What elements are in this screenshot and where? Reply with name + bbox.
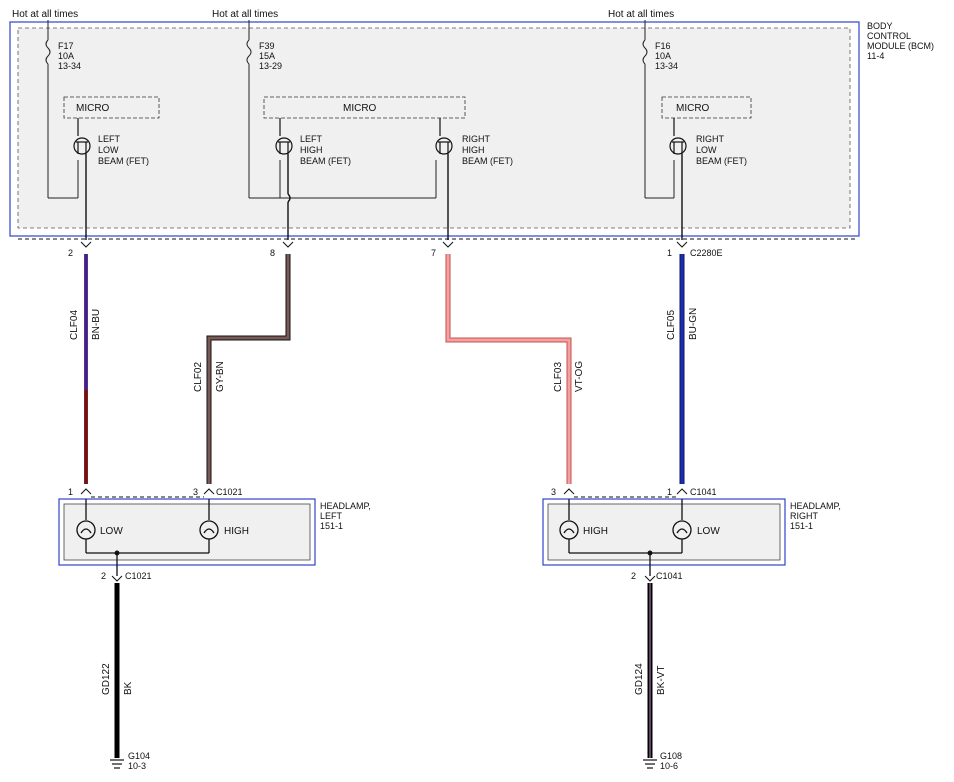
headlamp-right-pin-1: 1 — [667, 487, 672, 497]
fet-right-low-label: RIGHT LOW BEAM (FET) — [696, 134, 747, 166]
headlamp-right-pin-3: 3 — [551, 487, 556, 497]
fuse-f39 — [246, 20, 437, 199]
wire-gd124-color: BK-VT — [656, 666, 667, 695]
headlamp-left-connector — [80, 488, 215, 498]
headlamp-left-pin-3: 3 — [193, 487, 198, 497]
headlamp-left-high-label: HIGH — [224, 526, 249, 537]
fuse-f16-label: F16 10A 13-34 — [655, 41, 678, 71]
fet-right-high-icon — [435, 118, 453, 155]
micro-label-3: MICRO — [676, 103, 710, 114]
wire-clf02-circuit: CLF02 — [193, 362, 204, 392]
ground-g108-label: G108 10-6 — [660, 751, 685, 771]
ground-g104-icon — [110, 759, 124, 769]
fuse-f16 — [642, 20, 675, 199]
fet-right-high-label: RIGHT HIGH BEAM (FET) — [462, 134, 513, 166]
headlamp-right-connector-label: C1041 — [690, 487, 717, 497]
wire-clf04-circuit: CLF04 — [69, 310, 80, 340]
fet-outputs — [85, 154, 683, 240]
wire-gd122-circuit: GD122 — [101, 663, 112, 695]
wire-gd122-color: BK — [123, 681, 134, 695]
wire-clf03 — [445, 254, 572, 484]
ground-g104-label: G104 10-3 — [128, 751, 153, 771]
bcm-pin-7: 7 — [431, 248, 436, 258]
wire-gd124-circuit: GD124 — [634, 663, 645, 695]
micro-box-3 — [661, 96, 752, 119]
power-label-2: Hot at all times — [212, 9, 278, 20]
fuse-f17 — [45, 20, 79, 199]
headlamp-right-connector — [563, 488, 688, 498]
fet-left-low-icon — [73, 118, 91, 155]
fet-right-low-icon — [669, 118, 687, 155]
wire-clf02-color: GY-BN — [215, 361, 226, 392]
wire-clf04-color: BN-BU — [91, 309, 102, 340]
micro-box-1 — [63, 96, 160, 119]
headlamp-right-bulbs — [559, 499, 692, 576]
bcm-pin-8: 8 — [270, 248, 275, 258]
power-label-3: Hot at all times — [608, 9, 674, 20]
fet-left-low-label: LEFT LOW BEAM (FET) — [98, 134, 149, 166]
headlamp-left-inner — [63, 503, 311, 561]
fuse-f17-label: F17 10A 13-34 — [58, 41, 81, 71]
power-label-1: Hot at all times — [12, 9, 78, 20]
headlamp-right-ground-connector — [644, 575, 656, 582]
headlamp-right-low-label: LOW — [697, 526, 720, 537]
headlamp-right-ground-pin: 2 — [631, 571, 636, 581]
micro-box-2 — [263, 96, 466, 119]
wire-clf02 — [206, 254, 291, 484]
micro-label-1: MICRO — [76, 103, 110, 114]
bcm-pin-1: 1 — [667, 248, 672, 258]
headlamp-right-ground-connector-label: C1041 — [656, 571, 683, 581]
bcm-inner-box — [17, 27, 851, 229]
wire-clf05-color: BU-GN — [688, 308, 699, 340]
fuse-f39-label: F39 15A 13-29 — [259, 41, 282, 71]
headlamp-left-bulbs — [76, 499, 219, 576]
micro-label-2: MICRO — [343, 103, 377, 114]
headlamp-right-high-label: HIGH — [583, 526, 608, 537]
headlamp-right-title: HEADLAMP, RIGHT 151-1 — [790, 501, 843, 531]
ground-g108-icon — [643, 759, 657, 769]
headlamp-left-ground-connector-label: C1021 — [125, 571, 152, 581]
bcm-title: BODY CONTROL MODULE (BCM) 11-4 — [867, 21, 937, 61]
fet-left-high-icon — [275, 118, 293, 155]
wire-clf05-circuit: CLF05 — [666, 310, 677, 340]
wire-clf03-color: VT-OG — [574, 361, 585, 392]
headlamp-left-title: HEADLAMP, LEFT 151-1 — [320, 501, 373, 531]
headlamp-right-inner — [547, 503, 781, 561]
bcm-pin-2: 2 — [68, 248, 73, 258]
headlamp-left-connector-label: C1021 — [216, 487, 243, 497]
fet-left-high-label: LEFT HIGH BEAM (FET) — [300, 134, 351, 166]
headlamp-left-low-label: LOW — [100, 526, 123, 537]
headlamp-left-ground-connector — [111, 575, 123, 582]
headlamp-left-ground-pin: 2 — [101, 571, 106, 581]
headlamp-left-pin-1: 1 — [68, 487, 73, 497]
bcm-connector-label: C2280E — [690, 248, 723, 258]
bcm-connector-arrows — [18, 238, 856, 248]
wire-clf03-circuit: CLF03 — [553, 362, 564, 392]
